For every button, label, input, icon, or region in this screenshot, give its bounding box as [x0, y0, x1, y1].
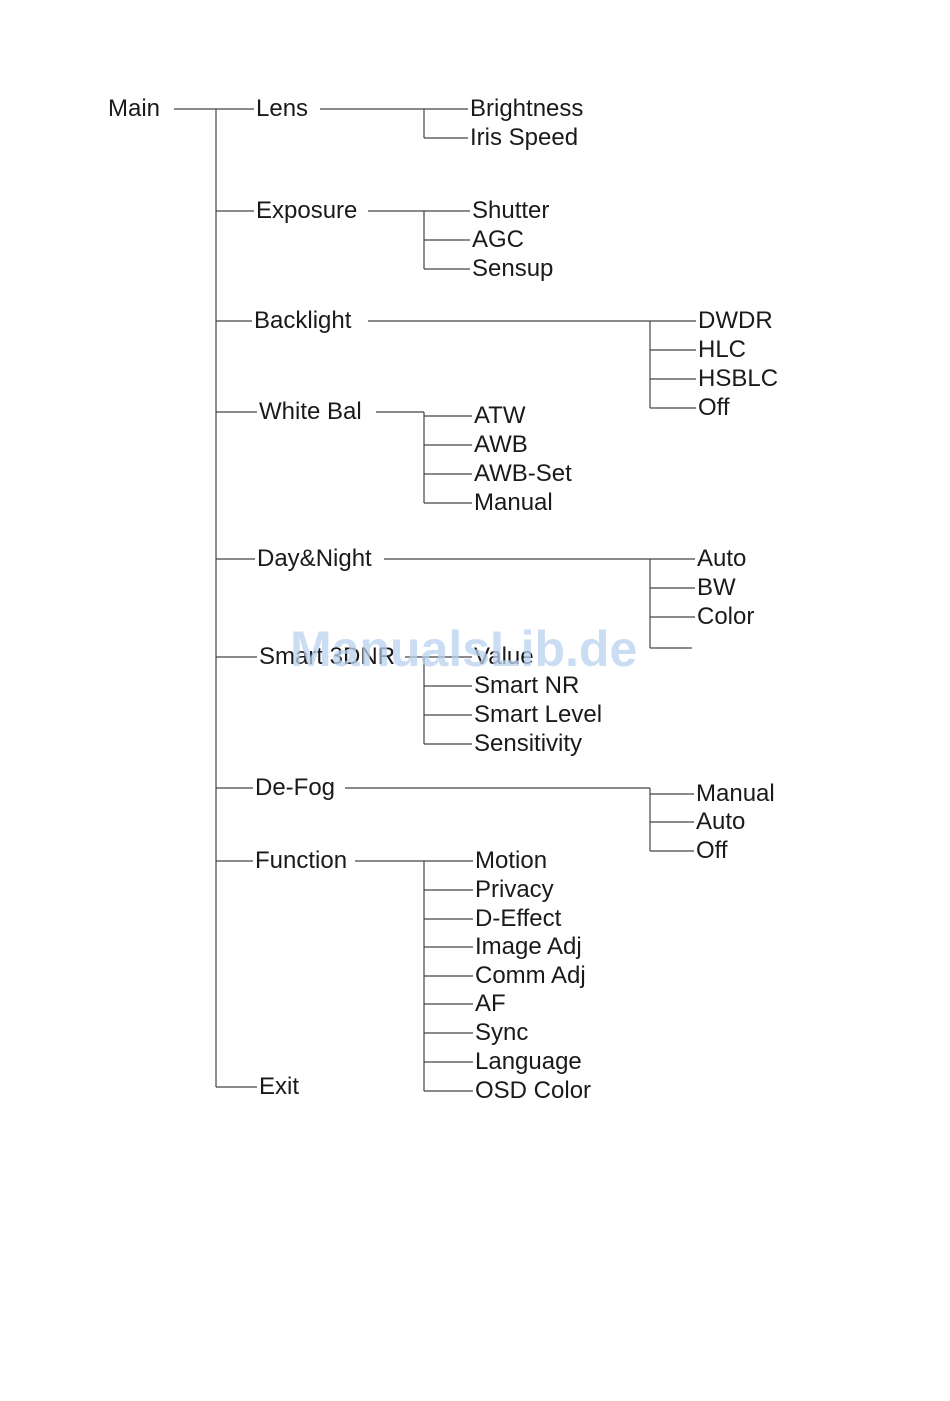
submenu-item-white-bal-awb-set: AWB-Set [474, 460, 572, 487]
menu-label-backlight: Backlight [254, 307, 352, 334]
submenu-item-de-fog-manual: Manual [696, 780, 775, 807]
menu-label-exposure: Exposure [256, 197, 358, 224]
submenu-item-lens-brightness: Brightness [470, 95, 584, 122]
submenu-item-function-osd-color: OSD Color [475, 1077, 592, 1104]
submenu-item-function-motion: Motion [475, 847, 548, 874]
submenu-item-day-night-bw: BW [697, 574, 736, 601]
menu-label-white-bal: White Bal [259, 398, 362, 425]
menu-label-smart-3dnr: Smart 3DNR [259, 643, 396, 670]
submenu-item-backlight-dwdr: DWDR [698, 307, 773, 334]
submenu-item-day-night-auto: Auto [697, 545, 747, 572]
submenu-item-function-privacy: Privacy [475, 876, 554, 903]
submenu-item-smart-3dnr-smart-level: Smart Level [474, 701, 603, 728]
submenu-item-white-bal-awb: AWB [474, 431, 528, 458]
submenu-item-function-sync: Sync [475, 1019, 529, 1046]
menu-label-function: Function [255, 847, 348, 874]
root-label-main: Main [108, 95, 161, 122]
menu-label-exit: Exit [259, 1073, 300, 1100]
submenu-item-exposure-agc: AGC [472, 226, 525, 253]
submenu-item-function-d-effect: D-Effect [475, 905, 562, 932]
submenu-item-backlight-off: Off [698, 394, 730, 421]
submenu-item-function-image-adj: Image Adj [475, 933, 582, 960]
submenu-item-backlight-hlc: HLC [698, 336, 747, 363]
submenu-item-exposure-sensup: Sensup [472, 255, 554, 282]
submenu-item-exposure-shutter: Shutter [472, 197, 550, 224]
submenu-item-backlight-hsblc: HSBLC [698, 365, 779, 392]
menu-label-lens: Lens [256, 95, 309, 122]
submenu-item-smart-3dnr-value: Value [474, 643, 534, 670]
submenu-item-white-bal-atw: ATW [474, 402, 526, 429]
submenu-item-smart-3dnr-sensitivity: Sensitivity [474, 730, 583, 757]
submenu-item-de-fog-off: Off [696, 837, 728, 864]
watermark: ManualsLib.de [290, 621, 638, 677]
submenu-item-white-bal-manual: Manual [474, 489, 553, 516]
submenu-item-day-night-color: Color [697, 603, 755, 630]
submenu-item-function-comm-adj: Comm Adj [475, 962, 586, 989]
submenu-item-smart-3dnr-smart-nr: Smart NR [474, 672, 580, 699]
submenu-item-function-af: AF [475, 990, 506, 1017]
submenu-item-de-fog-auto: Auto [696, 808, 746, 835]
menu-label-day-night: Day&Night [257, 545, 372, 572]
submenu-item-function-language: Language [475, 1048, 582, 1075]
menu-label-de-fog: De-Fog [255, 774, 336, 801]
submenu-item-lens-iris-speed: Iris Speed [470, 124, 579, 151]
